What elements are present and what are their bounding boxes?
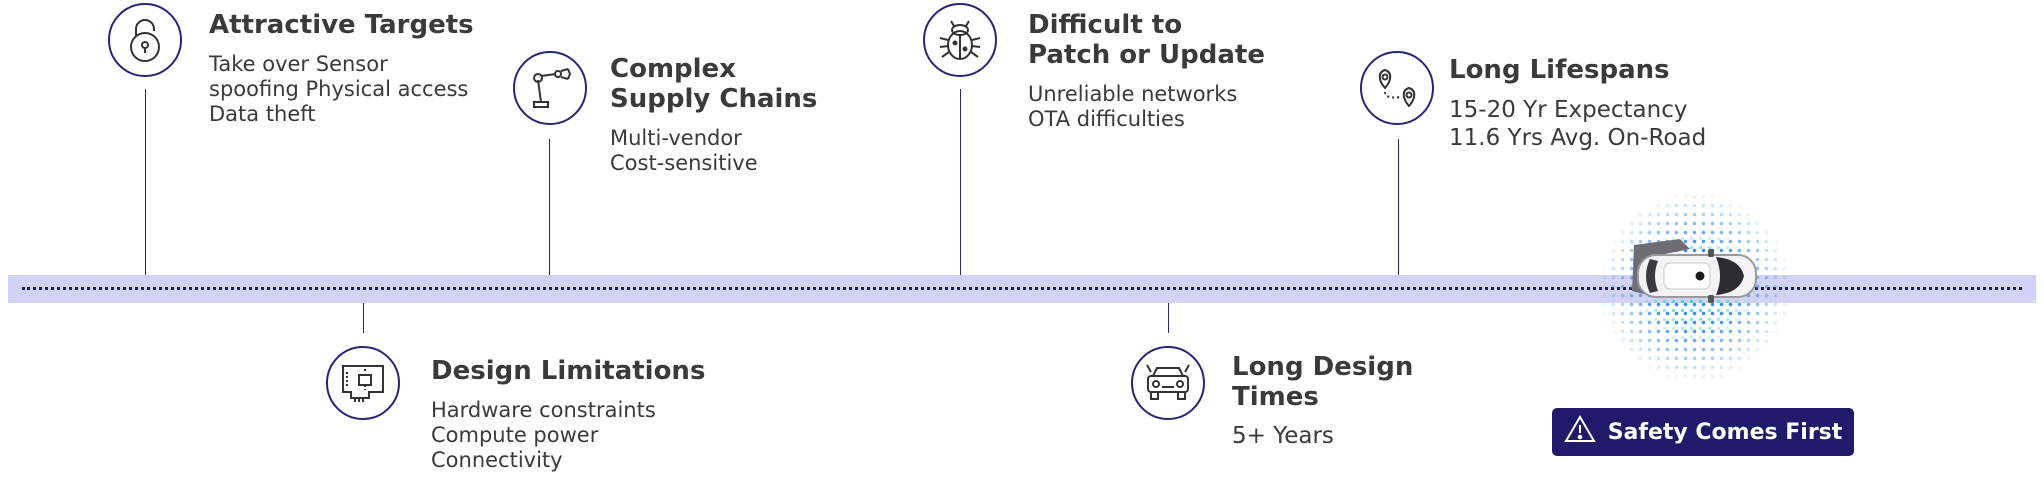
bug-icon bbox=[923, 3, 997, 77]
robot-arm-icon bbox=[513, 51, 587, 125]
item-description: Hardware constraints Compute power Conne… bbox=[431, 398, 656, 472]
item-title: Difficult to Patch or Update bbox=[1028, 10, 1265, 70]
item-title: Attractive Targets bbox=[209, 10, 474, 40]
car-front-icon bbox=[1131, 346, 1205, 420]
connector-line bbox=[363, 303, 364, 333]
connector-line bbox=[1398, 139, 1399, 275]
item-title: Design Limitations bbox=[431, 356, 706, 386]
safety-comes-first-button[interactable]: Safety Comes First bbox=[1552, 408, 1854, 456]
connector-line bbox=[549, 139, 550, 275]
connector-line bbox=[1168, 303, 1169, 333]
item-title: Long Design Times bbox=[1232, 352, 1414, 412]
map-pins-route-icon bbox=[1360, 51, 1434, 125]
circuit-board-icon bbox=[326, 346, 400, 420]
item-description: 15-20 Yr Expectancy 11.6 Yrs Avg. On-Roa… bbox=[1449, 97, 1707, 151]
item-description: Take over Sensor spoofing Physical acces… bbox=[209, 52, 469, 126]
padlock-icon bbox=[108, 3, 182, 77]
safety-button-label: Safety Comes First bbox=[1607, 419, 1843, 445]
car-top-view-icon bbox=[1620, 235, 1760, 319]
item-title: Long Lifespans bbox=[1449, 55, 1670, 85]
item-description: Unreliable networks OTA difficulties bbox=[1028, 82, 1238, 131]
item-description: Multi-vendor Cost-sensitive bbox=[610, 126, 758, 175]
connector-line bbox=[145, 89, 146, 275]
item-title: Complex Supply Chains bbox=[610, 54, 818, 114]
timeline-dotted-line bbox=[22, 287, 2022, 290]
connector-line bbox=[960, 89, 961, 275]
item-description: 5+ Years bbox=[1232, 423, 1334, 449]
warning-triangle-icon bbox=[1563, 414, 1596, 450]
